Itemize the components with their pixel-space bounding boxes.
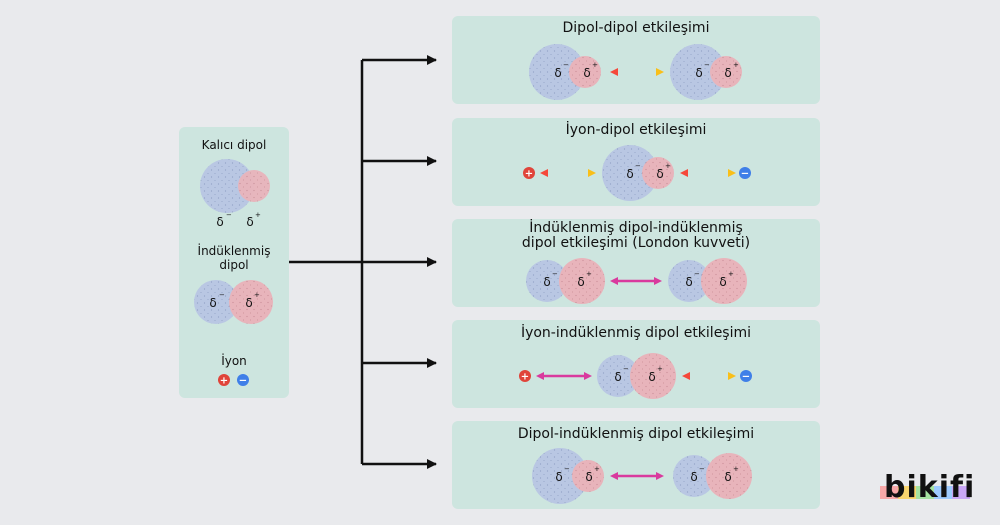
title-london-line1: İndüklenmiş dipol-indüklenmiş xyxy=(529,220,743,236)
title-dipole-induced: Dipol-indüklenmiş dipol etkileşimi xyxy=(517,426,755,442)
panel-dipole-induced xyxy=(452,421,820,509)
svg-text:+: + xyxy=(733,465,739,473)
svg-text:δ: δ xyxy=(685,275,692,289)
delta-label: δ xyxy=(216,215,223,229)
svg-text:δ: δ xyxy=(583,66,590,80)
svg-text:+: + xyxy=(220,376,228,387)
logo-stripe xyxy=(952,486,970,499)
legend-permanent-dipole-label: Kalıcı dipol xyxy=(201,138,267,152)
svg-text:+: + xyxy=(521,372,529,383)
svg-text:−: − xyxy=(563,61,569,69)
logo-stripe xyxy=(880,486,898,499)
svg-text:−: − xyxy=(704,61,710,69)
delta-label: δ xyxy=(209,296,216,310)
svg-text:δ: δ xyxy=(695,66,702,80)
svg-text:δ: δ xyxy=(577,275,584,289)
svg-text:δ: δ xyxy=(690,470,697,484)
anion-icon xyxy=(740,370,752,382)
svg-text:δ: δ xyxy=(543,275,550,289)
brand-name: bikifi xyxy=(884,470,976,505)
svg-text:+: + xyxy=(665,162,671,170)
title-ion-induced: İyon-indüklenmiş dipol etkileşimi xyxy=(520,325,752,341)
svg-text:−: − xyxy=(623,365,629,373)
minus-sign: − xyxy=(226,211,232,219)
svg-text:+: + xyxy=(592,61,598,69)
title-london-line2: dipol etkileşimi (London kuvveti) xyxy=(521,235,751,251)
anion-icon xyxy=(237,374,249,386)
svg-text:+: + xyxy=(594,465,600,473)
cation-icon xyxy=(523,167,535,179)
panel-dipole-dipole xyxy=(452,16,820,104)
svg-text:δ: δ xyxy=(554,66,561,80)
dipole-dipole-diagram: δ − δ + δ − δ + xyxy=(529,44,742,100)
svg-text:−: − xyxy=(699,465,705,473)
svg-text:−: − xyxy=(239,376,247,387)
delta-label: δ xyxy=(246,215,253,229)
ion-induced-dipole-diagram: + δ − δ + − xyxy=(519,353,752,399)
title-ion-dipole: İyon-dipol etkileşimi xyxy=(565,122,707,138)
svg-text:−: − xyxy=(564,465,570,473)
svg-text:δ: δ xyxy=(656,167,663,181)
svg-text:+: + xyxy=(525,169,533,180)
svg-text:+: + xyxy=(728,270,734,278)
svg-text:−: − xyxy=(635,162,641,170)
legend-induced-dipole-label: İndüklenmiş dipol xyxy=(197,244,271,272)
cation-icon xyxy=(519,370,531,382)
legend-ions: + − xyxy=(218,374,249,387)
dipole-induced-dipole-diagram: δ − δ + δ − δ + xyxy=(532,448,752,504)
svg-text:δ: δ xyxy=(724,66,731,80)
svg-text:δ: δ xyxy=(626,167,633,181)
anion-icon xyxy=(739,167,751,179)
svg-text:δ: δ xyxy=(614,370,621,384)
svg-text:δ: δ xyxy=(555,470,562,484)
svg-text:δ: δ xyxy=(648,370,655,384)
svg-text:+: + xyxy=(657,365,663,373)
svg-text:−: − xyxy=(552,270,558,278)
legend-induced-dipole: δ − δ + xyxy=(194,280,273,324)
svg-text:−: − xyxy=(742,372,750,383)
logo-stripe xyxy=(934,486,952,499)
legend-permanent-dipole: δ − δ + xyxy=(200,159,270,229)
svg-text:δ: δ xyxy=(585,470,592,484)
legend-ion-label: İyon xyxy=(221,354,247,368)
plus-sign: + xyxy=(255,211,261,219)
svg-text:−: − xyxy=(741,169,749,180)
cation-icon xyxy=(218,374,230,386)
svg-text:+: + xyxy=(733,61,739,69)
svg-text:−: − xyxy=(694,270,700,278)
bikifi-logo: bikifi xyxy=(880,470,975,510)
london-force-diagram: δ − δ + δ − δ + xyxy=(526,258,747,304)
logo-stripe xyxy=(898,486,916,499)
plus-sign: + xyxy=(254,291,260,299)
delta-label: δ xyxy=(245,296,252,310)
title-dipole-dipole: Dipol-dipol etkileşimi xyxy=(562,20,710,36)
ion-dipole-diagram: + δ − δ + − xyxy=(523,145,751,201)
svg-text:+: + xyxy=(586,270,592,278)
panel-london xyxy=(452,219,820,307)
svg-text:δ: δ xyxy=(719,275,726,289)
minus-sign: − xyxy=(219,291,225,299)
connector-lines xyxy=(289,55,437,469)
svg-text:δ: δ xyxy=(724,470,731,484)
logo-stripe xyxy=(916,486,934,499)
